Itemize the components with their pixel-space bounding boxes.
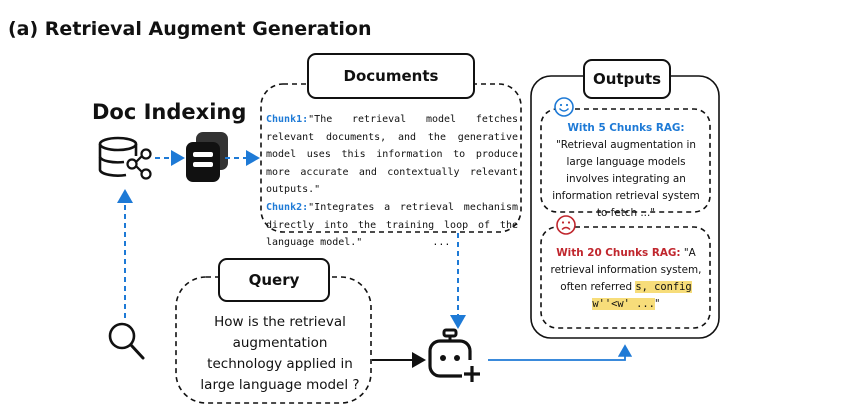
good-output-box — [540, 108, 711, 213]
chunk1-label: Chunk1: — [266, 114, 309, 125]
robot-add-icon — [428, 328, 480, 382]
chunk1-text: "The retrieval model fetches relevant do… — [266, 114, 518, 196]
doc-indexing-label: Doc Indexing — [92, 100, 247, 124]
arrow-robot-to-outputs — [488, 344, 633, 361]
chunk2-label: Chunk2: — [266, 201, 309, 213]
sad-face-icon — [556, 215, 576, 235]
stacked-documents-icon — [186, 132, 228, 182]
search-icon — [108, 322, 145, 360]
bad-output-label: With 20 Chunks RAG: — [556, 247, 681, 259]
chunk2-text: "Integrates a retrieval mechanism direct… — [266, 201, 518, 249]
database-share-icon — [98, 136, 152, 180]
bad-output-body-start: "A retrieval information system, often r… — [550, 247, 702, 293]
good-output-text: With 5 Chunks RAG: "Retrieval augmentati… — [546, 120, 706, 222]
outputs-title: Outputs — [583, 59, 671, 99]
good-output-body: "Retrieval augmentation in large languag… — [552, 139, 700, 219]
documents-title: Documents — [307, 53, 475, 99]
bad-output-body-end: " — [654, 298, 660, 310]
figure-title: (a) Retrieval Augment Generation — [8, 18, 372, 40]
documents-content: Chunk1:"The retrieval model fetches rele… — [266, 111, 518, 252]
query-text: How is the retrieval augmentation techno… — [200, 314, 360, 393]
documents-ellipsis: ... — [432, 237, 451, 249]
good-output-label: With 5 Chunks RAG: — [567, 122, 685, 134]
happy-face-icon — [554, 97, 574, 117]
bad-output-text: With 20 Chunks RAG: "A retrieval informa… — [546, 245, 706, 313]
bad-output-box — [540, 226, 711, 329]
query-title: Query — [218, 258, 330, 302]
